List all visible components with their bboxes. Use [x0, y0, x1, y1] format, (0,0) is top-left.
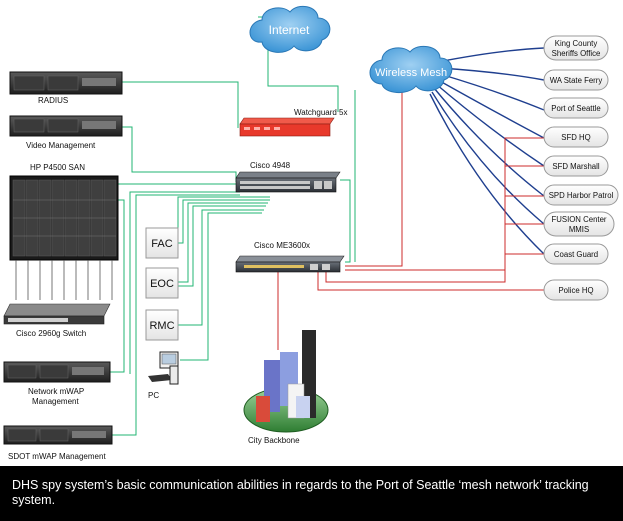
partner-sfd-hq: SFD HQ [543, 126, 609, 148]
partner-port-of-seattle: Port of Seattle [543, 97, 609, 119]
wireless-mesh-label: Wireless Mesh [375, 67, 447, 79]
internet-cloud: Internet [249, 5, 331, 53]
blue-links [429, 47, 545, 255]
partner-label: MMIS [569, 225, 589, 234]
wireless-mesh-cloud: Wireless Mesh [369, 45, 453, 93]
watchguard-label: Watchguard 5x [294, 108, 348, 117]
partner-spd-harbor-patrol: SPD Harbor Patrol [543, 184, 619, 206]
city-backbone-label: City Backbone [248, 436, 300, 445]
city-backbone-icon [243, 330, 329, 433]
partner-fusion-center: FUSION Center MMIS [543, 211, 615, 237]
partner-label: Sheriffs Office [552, 49, 601, 58]
partner-label: FUSION Center [551, 215, 606, 224]
eoc-label: EOC [150, 278, 174, 290]
network-diagram: Internet Wireless Mesh RADIUS Video Mana… [3, 5, 619, 461]
partner-sfd-marshall: SFD Marshall [543, 155, 609, 177]
san-cables [15, 260, 113, 300]
sdot-mwap-label: SDOT mWAP Management [8, 452, 106, 461]
video-management-label: Video Management [26, 141, 96, 150]
pc-icon [148, 351, 179, 385]
watchguard-firewall [239, 117, 335, 137]
cisco-me3600-switch [235, 255, 345, 273]
green-links [108, 16, 356, 436]
cisco-4948-switch [235, 171, 341, 193]
partner-label: SFD Marshall [552, 162, 599, 171]
partner-label: SFD HQ [561, 133, 590, 142]
partner-label: Port of Seattle [551, 104, 600, 113]
video-management-server [9, 115, 123, 137]
fac-box: FAC [145, 227, 179, 259]
partner-label: SPD Harbor Patrol [549, 191, 614, 200]
rmc-label: RMC [149, 320, 174, 332]
radius-label: RADIUS [38, 96, 68, 105]
rmc-box: RMC [145, 309, 179, 341]
san-label: HP P4500 SAN [30, 163, 85, 172]
san-storage-array [9, 175, 119, 261]
sdot-mwap-server [3, 425, 113, 445]
cisco-2960-label: Cisco 2960g Switch [16, 329, 86, 338]
radius-server [9, 71, 123, 95]
partner-label: Coast Guard [554, 250, 598, 259]
cisco-me3600-label: Cisco ME3600x [254, 241, 310, 250]
internet-label: Internet [269, 23, 310, 37]
pc-label: PC [148, 391, 159, 400]
partner-label: King County [555, 39, 598, 48]
caption-text: DHS spy system’s basic communication abi… [0, 466, 623, 521]
partner-label: Police HQ [558, 286, 593, 295]
fac-label: FAC [151, 238, 172, 250]
cisco-2960-switch [3, 303, 111, 325]
network-mwap-label-2: Management [32, 397, 79, 406]
partner-label: WA State Ferry [550, 76, 603, 85]
network-mwap-label-1: Network mWAP [28, 387, 84, 396]
partner-king-county: King County Sheriffs Office [543, 35, 609, 61]
eoc-box: EOC [145, 267, 179, 299]
red-links [277, 88, 544, 350]
partner-police-hq: Police HQ [543, 279, 609, 301]
partner-wa-state-ferry: WA State Ferry [543, 69, 609, 91]
partner-coast-guard: Coast Guard [543, 243, 609, 265]
network-mwap-server [3, 361, 111, 383]
cisco-4948-label: Cisco 4948 [250, 161, 291, 170]
